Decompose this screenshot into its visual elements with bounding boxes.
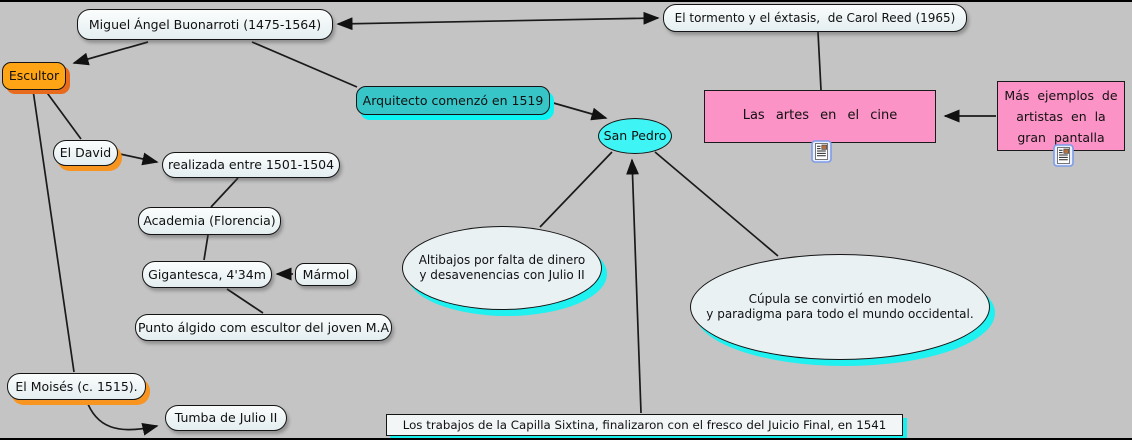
link-escultor-moises [32, 89, 75, 373]
node-el-tormento[interactable]: El tormento y el éxtasis, de Carol Reed … [663, 4, 967, 32]
node-arquitecto[interactable]: Arquitecto comenzó en 1519 [356, 86, 550, 115]
node-punto-algido[interactable]: Punto álgido com escultor del joven M.A [135, 314, 392, 341]
node-tumba-julio[interactable]: Tumba de Julio II [165, 405, 287, 431]
document-resource-icon[interactable] [1053, 144, 1074, 167]
link-sanpedro-cupula [654, 151, 779, 257]
node-el-moises[interactable]: El Moisés (c. 1515). [7, 373, 146, 400]
link-escultor-eldavid [44, 89, 82, 140]
link-miguel-escultor [72, 41, 149, 66]
link-arquitecto-sanpedro [549, 101, 608, 121]
node-realizada[interactable]: realizada entre 1501-1504 [162, 152, 340, 178]
node-las-artes[interactable]: Las artes en el cine [704, 90, 936, 143]
document-resource-icon[interactable] [811, 140, 832, 163]
link-miguel-arquitecto [251, 41, 358, 88]
node-el-david[interactable]: El David [53, 140, 118, 166]
node-capilla-sixtina[interactable]: Los trabajos de la Capilla Sixtina, fina… [386, 414, 903, 436]
node-marmol[interactable]: Mármol [295, 263, 357, 286]
node-altibajos[interactable]: Altibajos por falta de dinero y desavene… [402, 226, 602, 310]
link-sanpedro-altibajos [539, 151, 613, 228]
link-moises-tumba [85, 398, 159, 436]
link-miguel-tormento [336, 11, 660, 31]
node-cupula[interactable]: Cúpula se convirtió en modelo y paradigm… [690, 254, 990, 360]
node-gigantesca[interactable]: Gigantesca, 4'34m [142, 261, 272, 288]
link-gigantesca-punto [226, 288, 264, 314]
node-miguel-angel[interactable]: Miguel Ángel Buonarroti (1475-1564) [77, 9, 333, 40]
node-academia[interactable]: Academia (Florencia) [138, 207, 281, 235]
node-escultor[interactable]: Escultor [2, 62, 66, 90]
link-tormento-lasartes [817, 31, 822, 91]
link-academia-gigantesca [203, 234, 209, 261]
link-eldavid-realizada [119, 152, 159, 166]
node-san-pedro[interactable]: San Pedro [598, 118, 672, 154]
link-realizada-academia [210, 177, 239, 208]
link-capilla-sanpedro [626, 158, 642, 414]
node-mas-ejemplos[interactable]: Más ejemplos de artistas en la gran pant… [997, 81, 1125, 151]
